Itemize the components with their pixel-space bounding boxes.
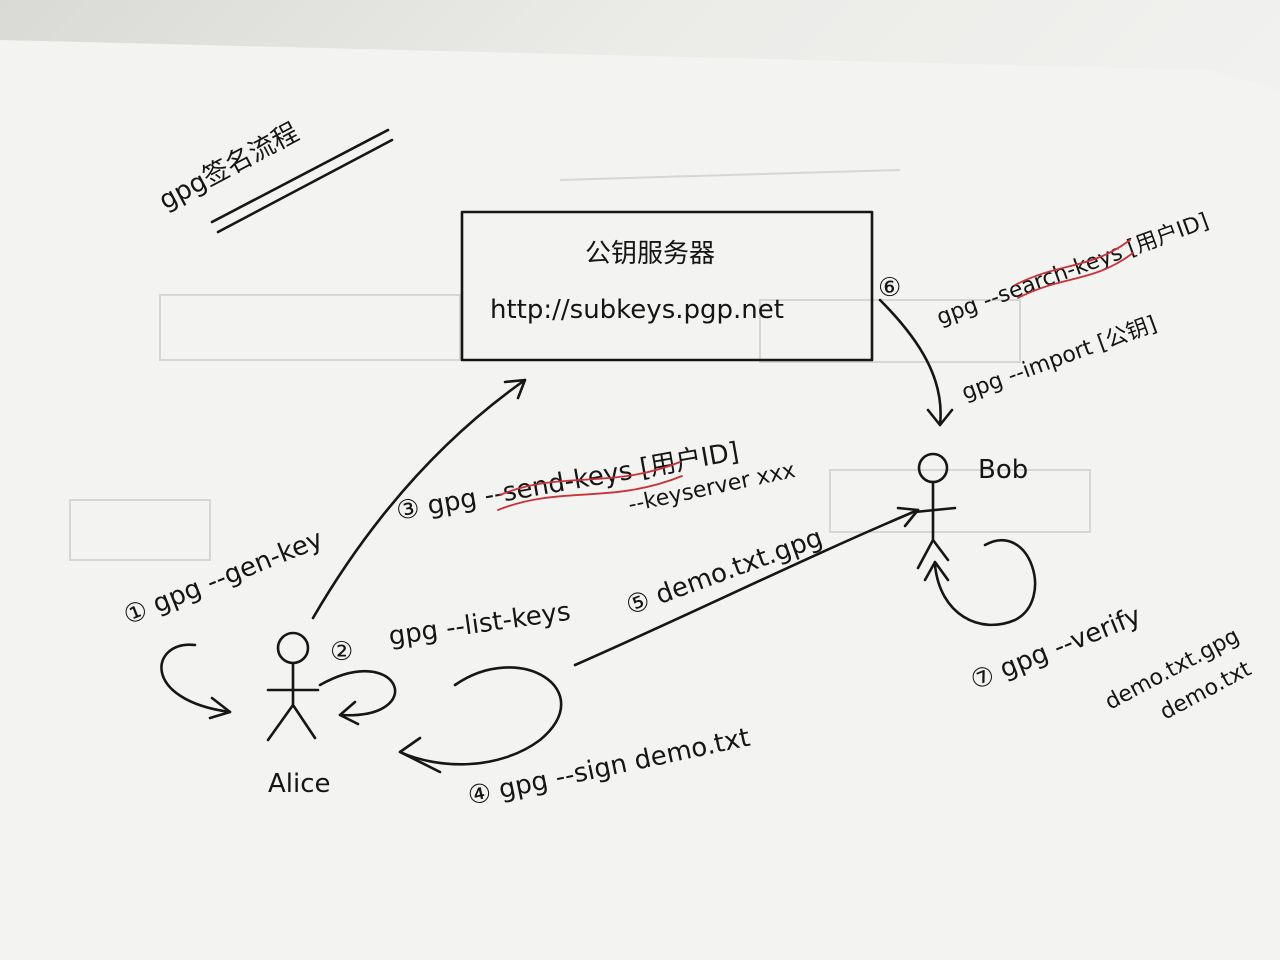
step-4-arrowhead bbox=[398, 736, 442, 774]
step-4-loop-arrow bbox=[398, 666, 563, 766]
step-6-arrow bbox=[878, 298, 942, 427]
key-server-name: 公钥服务器 bbox=[585, 239, 715, 269]
step-3-red-underline-2 bbox=[497, 475, 683, 511]
step-5-arrow bbox=[573, 508, 920, 667]
show-through-marks bbox=[69, 169, 1091, 561]
step-2-loop-arrow bbox=[318, 669, 397, 717]
title-underline-2 bbox=[216, 138, 394, 234]
paper-sheet bbox=[0, 40, 1280, 960]
step-6-num: ⑥ bbox=[878, 273, 901, 303]
step-3-arrowhead bbox=[503, 378, 527, 400]
step-5-arrowhead bbox=[896, 506, 920, 528]
bob-figure bbox=[913, 452, 957, 570]
alice-label: Alice bbox=[268, 769, 331, 799]
title-underline-1 bbox=[210, 128, 390, 224]
step-1-loop-arrow bbox=[160, 643, 232, 714]
key-server-url: http://subkeys.pgp.net bbox=[490, 295, 784, 325]
step-3-red-underline-1 bbox=[499, 461, 681, 496]
step-1-arrowhead bbox=[208, 696, 232, 720]
alice-figure bbox=[266, 631, 320, 742]
step-6-red-underline-1 bbox=[1014, 239, 1131, 286]
step-7-loop-arrow bbox=[933, 538, 1037, 627]
step-7-arrowhead bbox=[923, 560, 950, 582]
step-2-arrowhead bbox=[338, 700, 360, 726]
step-6-red-underline-2 bbox=[1017, 252, 1134, 299]
key-server-box bbox=[460, 210, 874, 362]
step-3-arrow bbox=[311, 378, 527, 620]
step-2-num: ② bbox=[330, 637, 353, 667]
bob-label: Bob bbox=[978, 455, 1028, 485]
step-6-arrowhead bbox=[926, 408, 954, 427]
